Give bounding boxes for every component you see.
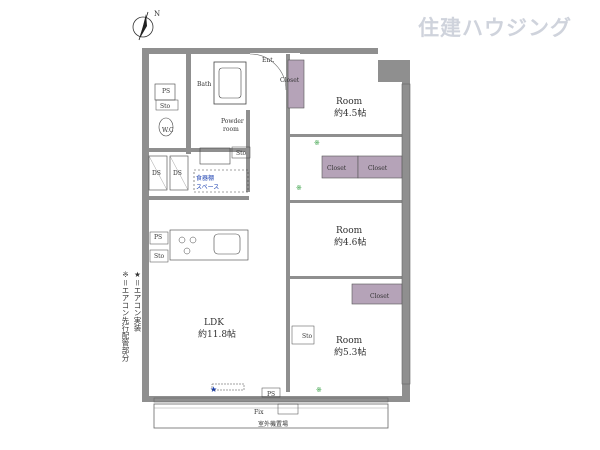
closets (287, 59, 403, 305)
room1-name: Room (336, 97, 363, 107)
ps-top-label: PS (162, 88, 170, 95)
aircon-piping-icon-room2: ※ (296, 184, 302, 192)
sto-room3-label: Sto (302, 333, 313, 340)
ldk-name: LDK (204, 318, 224, 328)
ds-left-label: DS (152, 170, 161, 177)
sto-kitchen-label: Sto (154, 253, 165, 260)
pantry-label-1: 食器棚 (196, 174, 214, 182)
compass-icon: N (132, 10, 160, 41)
ldk-size: 約11.8帖 (198, 328, 236, 340)
room2-size: 約4.6帖 (334, 236, 366, 248)
legend-aircon-piping: ※＝エアコン先行配管部分 (121, 270, 130, 362)
outer-walls (142, 48, 410, 402)
balcony-label: 室外機置場 (258, 420, 288, 428)
ps-bottom-label: PS (267, 391, 275, 398)
aircon-piping-icon-room1: ※ (314, 139, 320, 147)
aircon-installed-icon: ★ (210, 385, 217, 394)
powder-label-2: room (223, 126, 239, 133)
powder-label-1: Powder (221, 118, 244, 125)
fix-label: Fix (254, 409, 264, 416)
ps-kitchen-label: PS (154, 234, 162, 241)
closet-mid-right-label: Closet (368, 165, 388, 172)
ds-right-label: DS (173, 170, 182, 177)
aircon-piping-icon-room3: ※ (316, 386, 322, 394)
compass-label: N (154, 10, 160, 18)
wc-label: W.C (162, 127, 174, 134)
room3-name: Room (336, 336, 363, 346)
room2-name: Room (336, 226, 363, 236)
pantry-label-2: スペース (196, 184, 219, 191)
room3-size: 約5.3帖 (334, 346, 366, 358)
closet-ent-label: Closet (280, 77, 300, 84)
windows (153, 83, 411, 403)
ent-label: Ent. (262, 57, 275, 64)
sto-wc-label: Sto (160, 103, 171, 110)
sto-powder-label: Sto (236, 150, 247, 157)
brand-logo: 住建ハウジング (418, 16, 572, 40)
bath-label: Bath (197, 81, 211, 88)
closet-room3-label: Closet (370, 293, 390, 300)
aircon-legend: ★＝エアコン実装 ※＝エアコン先行配管部分 (120, 270, 144, 430)
legend-aircon-installed: ★＝エアコン実装 (133, 270, 142, 332)
room1-size: 約4.5帖 (334, 107, 366, 119)
closet-mid-left-label: Closet (327, 165, 347, 172)
